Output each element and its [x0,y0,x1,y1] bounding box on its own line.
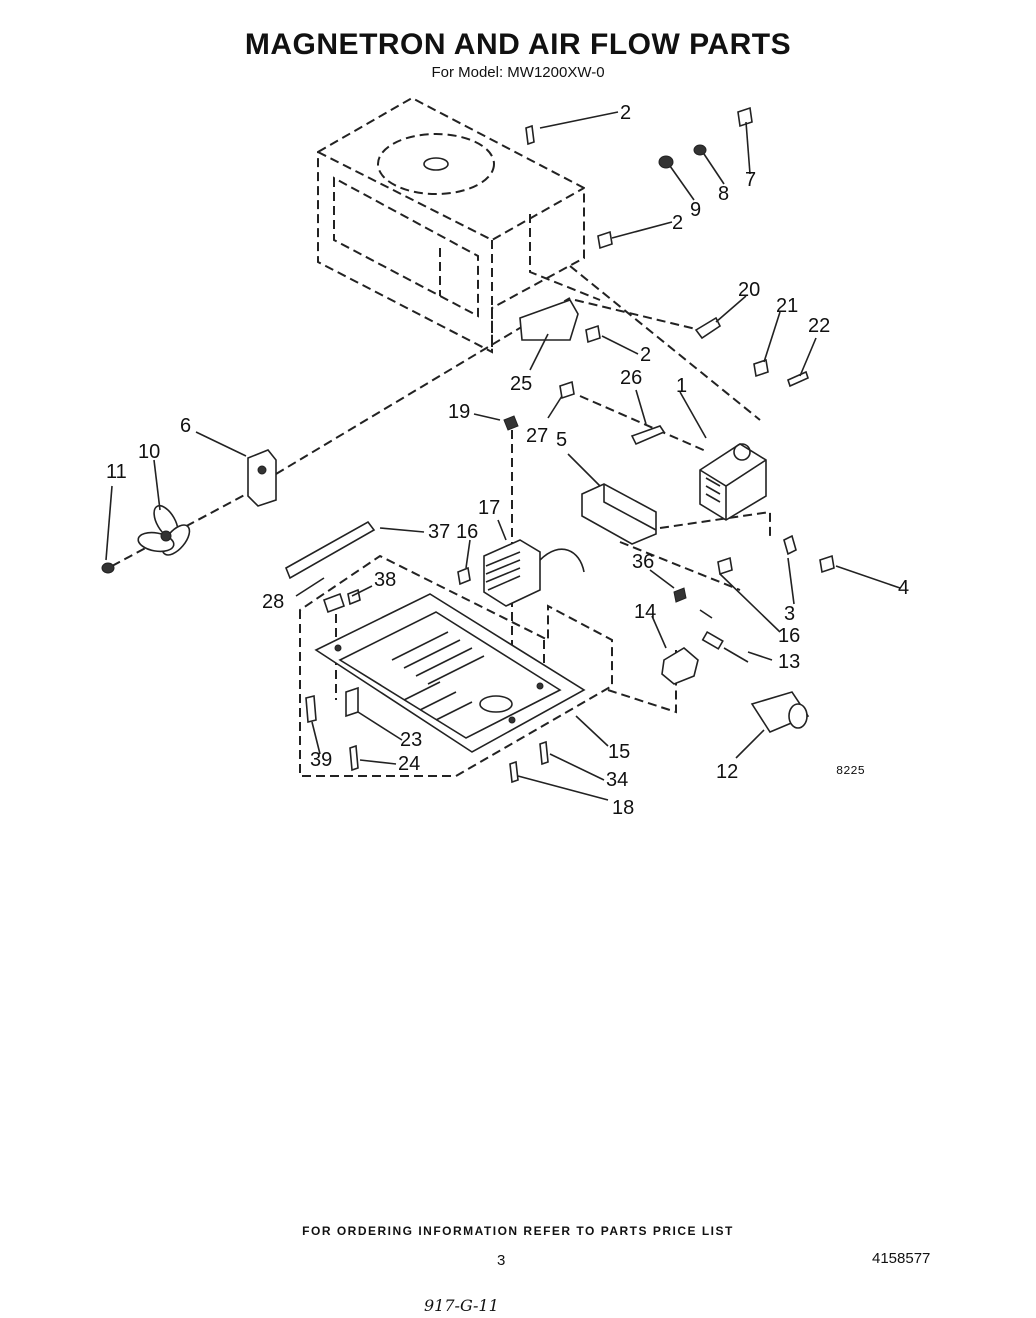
air-duct [581,483,657,545]
callout-17: 17 [478,497,500,519]
callout-12: 12 [716,761,738,783]
fan-nut [101,562,115,574]
diagram-code: 8225 [836,764,865,778]
baffle-strip [284,520,376,580]
callout-28: 28 [262,591,284,613]
callout-7: 7 [745,169,756,191]
callout-16: 16 [778,625,800,647]
callout-22: 22 [808,315,830,337]
capacitor-bracket [661,647,699,685]
base-plate-enclosure [299,554,613,777]
callout-34: 34 [606,769,628,791]
callout-18: 18 [612,797,634,819]
callout-3: 3 [784,603,795,625]
callout-14: 14 [634,601,656,623]
callout-11: 11 [106,461,127,483]
page-number: 3 [497,1252,506,1269]
ordering-footer-note: FOR ORDERING INFORMATION REFER TO PARTS … [302,1224,734,1238]
callout-26: 26 [620,367,642,389]
callout-20: 20 [738,279,760,301]
callout-24: 24 [398,753,420,775]
callout-9: 9 [690,199,701,221]
callout-2: 2 [620,102,631,124]
callout-27: 27 [526,425,548,447]
callout-arrows [105,111,901,801]
callout-10: 10 [138,441,160,463]
callout-2: 2 [640,344,651,366]
callout-21: 21 [776,295,798,317]
base-plate [314,593,586,753]
callout-39: 39 [310,749,332,771]
callout-1: 1 [676,375,687,397]
callout-36: 36 [632,551,654,573]
document-number: 4158577 [872,1250,931,1267]
callout-13: 13 [778,651,800,673]
callout-25: 25 [510,373,532,395]
callout-15: 15 [608,741,630,763]
callout-37: 37 [428,521,450,543]
callout-8: 8 [718,183,729,205]
callout-4: 4 [898,577,909,599]
callout-labels: 2 7 8 9 2 20 21 22 2 25 26 1 19 27 5 6 1… [106,102,909,819]
fan-motor [247,449,277,507]
callout-23: 23 [400,729,422,751]
capacitor [750,691,810,733]
magnetron [699,443,767,521]
model-subtitle: For Model: MW1200XW-0 [431,64,605,81]
callout-2: 2 [672,212,683,234]
callout-6: 6 [180,415,191,437]
handwritten-note: 917-G-11 [424,1296,499,1315]
cavity-outline [317,96,601,354]
fan-blade [137,504,191,556]
callout-16: 16 [456,521,478,543]
callout-5: 5 [556,429,567,451]
callout-19: 19 [448,401,470,423]
callout-38: 38 [374,569,396,591]
hardware-parts [305,106,835,784]
page-title: MAGNETRON AND AIR FLOW PARTS [244,28,792,61]
transformer [483,539,585,607]
diode [699,609,749,663]
